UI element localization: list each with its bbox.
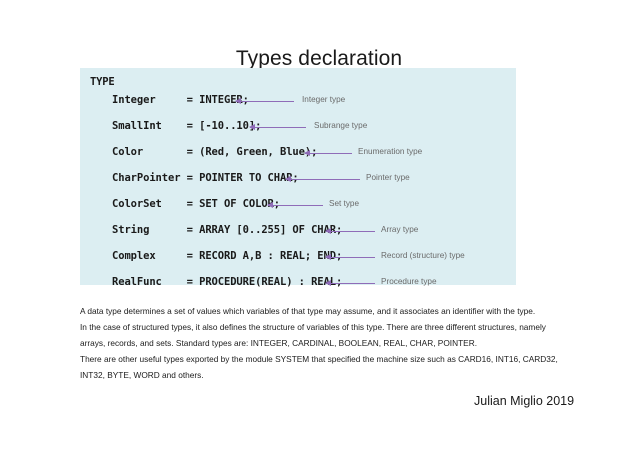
- annotation-arrow-icon: [325, 280, 375, 286]
- footer-credit: Julian Miglio 2019: [474, 394, 575, 408]
- annotation-arrow-icon: [235, 98, 294, 104]
- body-line: In the case of structured types, it also…: [80, 322, 546, 332]
- declaration-code-complex: Complex = RECORD A,B : REAL; END;: [112, 250, 343, 262]
- declaration-row: String = ARRAY [0..255] OF CHAR; Array ty…: [90, 224, 516, 240]
- declaration-row: Color = (Red, Green, Blue); Enumeration t…: [90, 146, 516, 162]
- declaration-code-realfunc: RealFunc = PROCEDURE(REAL) : REAL;: [112, 276, 343, 288]
- body-line: arrays, records, and sets. Standard type…: [80, 338, 477, 348]
- annotation-arrow-icon: [285, 176, 360, 182]
- declaration-code-charpointer: CharPointer = POINTER TO CHAR;: [112, 172, 299, 184]
- body-line: INT32, BYTE, WORD and others.: [80, 370, 204, 380]
- annotation-arrow-icon: [325, 254, 375, 260]
- annotation-label: Pointer type: [366, 173, 410, 182]
- declaration-row: Integer = INTEGER; Integer type: [90, 94, 516, 110]
- annotation-arrow-icon: [249, 124, 306, 130]
- annotation-label: Integer type: [302, 95, 346, 104]
- declaration-code-colorset: ColorSet = SET OF COLOR;: [112, 198, 280, 210]
- annotation-arrow-icon: [267, 202, 323, 208]
- declaration-code-color: Color = (Red, Green, Blue);: [112, 146, 318, 158]
- body-line: A data type determines a set of values w…: [80, 306, 536, 316]
- declaration-row: Complex = RECORD A,B : REAL; END; Record …: [90, 250, 516, 266]
- annotation-label: Enumeration type: [358, 147, 423, 156]
- body-line: There are other useful types exported by…: [80, 354, 558, 364]
- annotation-label: Procedure type: [381, 277, 437, 286]
- declaration-row: CharPointer = POINTER TO CHAR; Pointer ty…: [90, 172, 516, 188]
- declaration-row: SmallInt = [-10..10]; Subrange type: [90, 120, 516, 136]
- declaration-row: ColorSet = SET OF COLOR; Set type: [90, 198, 516, 214]
- declaration-code-smallint: SmallInt = [-10..10];: [112, 120, 262, 132]
- annotation-arrow-icon: [304, 150, 352, 156]
- page-title: Types declaration: [235, 47, 403, 71]
- declaration-code-string: String = ARRAY [0..255] OF CHAR;: [112, 224, 343, 236]
- declaration-row: RealFunc = PROCEDURE(REAL) : REAL; Proced…: [90, 276, 516, 292]
- body-paragraph: A data type determines a set of values w…: [80, 303, 570, 383]
- declaration-code-integer: Integer = INTEGER;: [112, 94, 249, 106]
- annotation-label: Subrange type: [314, 121, 368, 130]
- annotation-arrow-icon: [325, 228, 375, 234]
- annotation-label: Array type: [381, 225, 419, 234]
- annotation-label: Record (structure) type: [381, 251, 465, 260]
- annotation-label: Set type: [329, 199, 360, 208]
- code-keyword-type: TYPE: [90, 76, 115, 88]
